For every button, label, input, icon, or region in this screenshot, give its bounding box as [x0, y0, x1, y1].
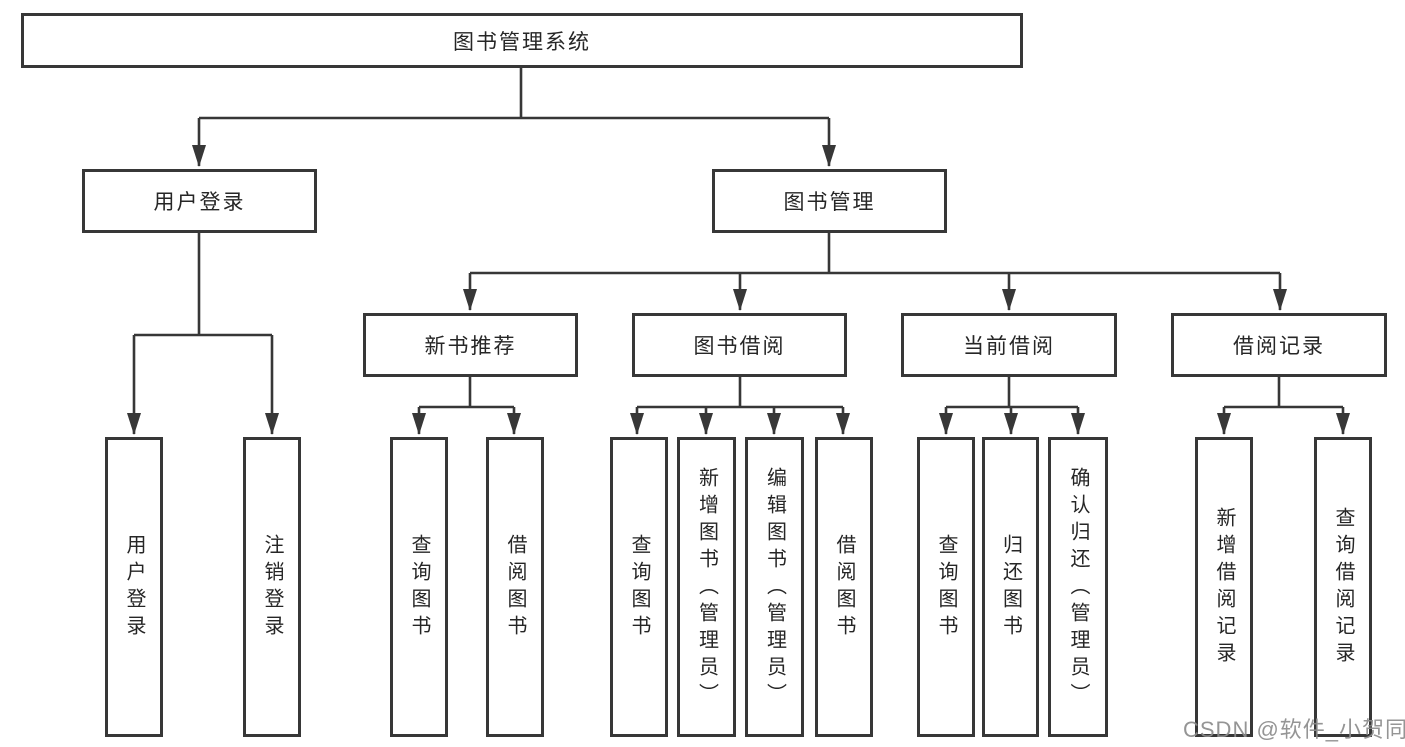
- leaf-user-login: 用户登录: [105, 437, 163, 737]
- leaf-borrowing-edit-books-admin: 编辑图书（管理员）: [745, 437, 804, 737]
- leaf-borrowing-borrow-books: 借阅图书: [815, 437, 873, 737]
- node-user-login: 用户登录: [82, 169, 317, 233]
- leaf-logout: 注销登录: [243, 437, 301, 737]
- leaf-recommend-query-books: 查询图书: [390, 437, 448, 737]
- node-book-borrowing: 图书借阅: [632, 313, 847, 377]
- node-book-management: 图书管理: [712, 169, 947, 233]
- leaf-current-query-books: 查询图书: [917, 437, 975, 737]
- node-new-book-recommend: 新书推荐: [363, 313, 578, 377]
- leaf-borrowing-query-books: 查询图书: [610, 437, 668, 737]
- node-current-borrowing: 当前借阅: [901, 313, 1117, 377]
- leaf-records-add-record: 新增借阅记录: [1195, 437, 1253, 737]
- leaf-borrowing-add-books-admin: 新增图书（管理员）: [677, 437, 736, 737]
- leaf-recommend-borrow-books: 借阅图书: [486, 437, 544, 737]
- leaf-current-confirm-return-admin: 确认归还（管理员）: [1048, 437, 1108, 737]
- leaf-records-query-record: 查询借阅记录: [1314, 437, 1372, 737]
- node-borrowing-records: 借阅记录: [1171, 313, 1387, 377]
- leaf-current-return-books: 归还图书: [982, 437, 1039, 737]
- watermark: CSDN @软件_小贺同学: [1183, 717, 1405, 742]
- node-root: 图书管理系统: [21, 13, 1023, 68]
